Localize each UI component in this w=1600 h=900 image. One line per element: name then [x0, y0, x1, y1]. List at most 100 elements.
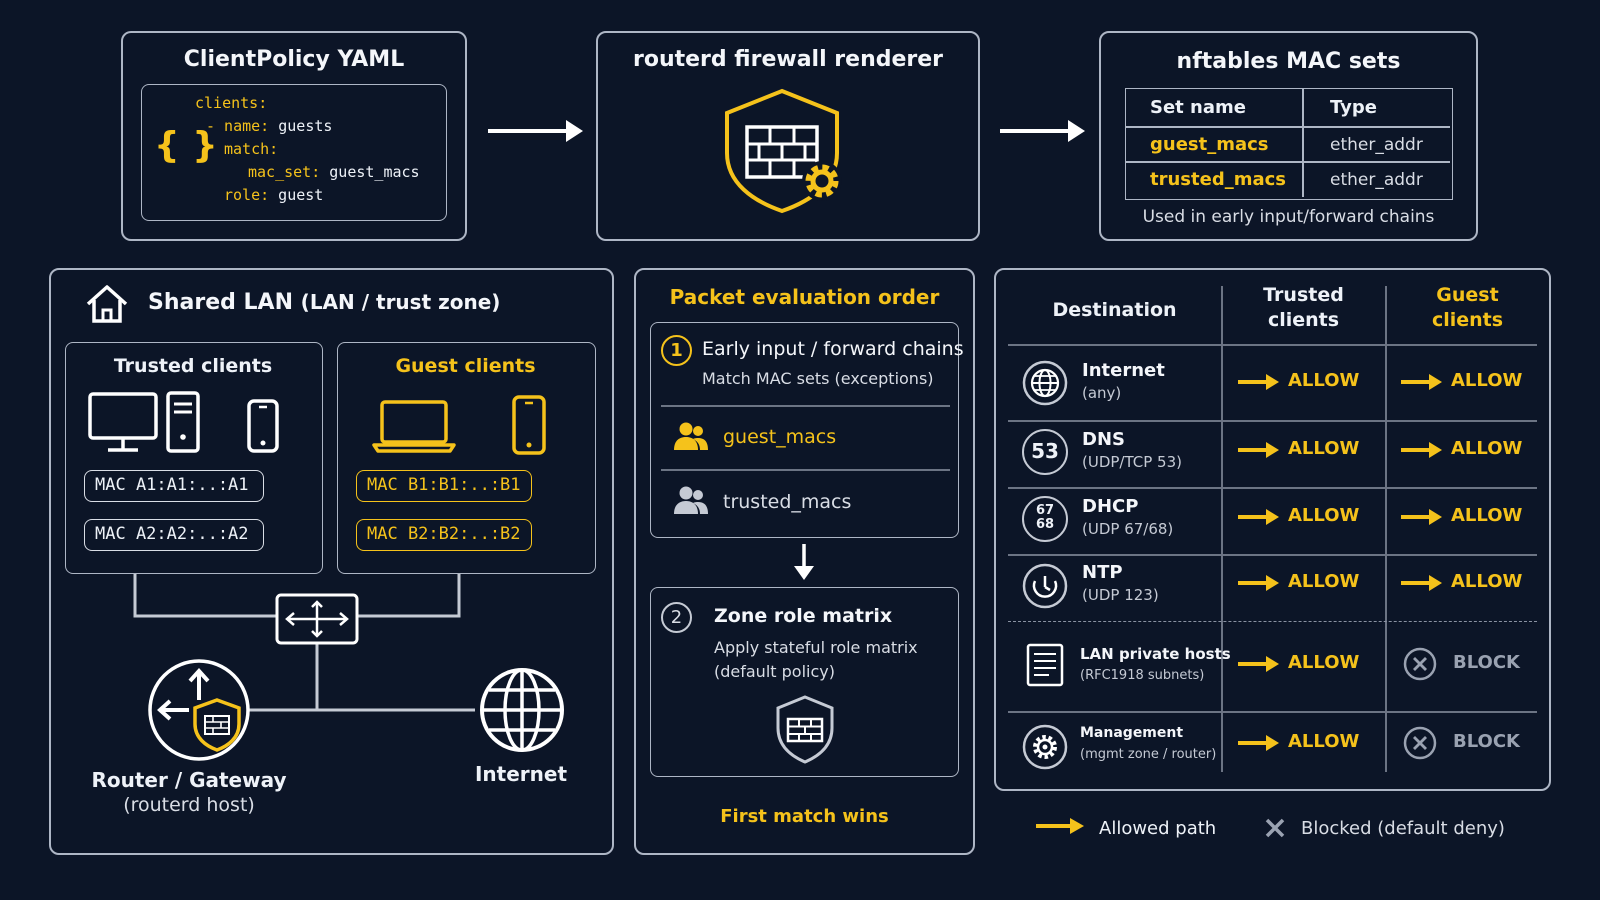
guest-clients-box: Guest clients MAC B1:B1:..:B1 MAC B2:B2:…: [337, 342, 596, 574]
users-icon: [674, 486, 708, 514]
verdict-label: ALLOW: [1288, 652, 1360, 673]
verdict-label: ALLOW: [1288, 370, 1360, 391]
step-2-sub: (default policy): [714, 662, 835, 681]
verdict-label: ALLOW: [1451, 370, 1523, 391]
destination-sub: (mgmt zone / router): [1080, 747, 1217, 762]
legend-blocked: Blocked (default deny): [1301, 818, 1505, 839]
dhcp-icon: 67 68: [1022, 496, 1068, 542]
trusted-clients-title: Trusted clients: [113, 355, 273, 377]
set-item-trusted: trusted_macs: [723, 491, 852, 513]
mac-sets-table: Set name Type guest_macs ether_addr trus…: [1125, 88, 1453, 200]
guest-mac-pill: MAC B2:B2:..:B2: [356, 519, 532, 551]
verdict-label: ALLOW: [1288, 571, 1360, 592]
verdict-label: ALLOW: [1451, 505, 1523, 526]
dns-icon: 53: [1022, 429, 1068, 475]
renderer-title: routerd firewall renderer: [632, 47, 944, 72]
verdict-label: ALLOW: [1288, 505, 1360, 526]
network-lines: [133, 574, 475, 712]
globe-icon: [480, 668, 564, 752]
destination-name: NTP: [1082, 562, 1123, 583]
step-2-sub: Apply stateful role matrix: [714, 638, 918, 657]
allow-arrow-icon: [1401, 575, 1442, 591]
home-icon: [86, 285, 128, 323]
document-icon: [1026, 643, 1064, 687]
shield-firewall-icon: [776, 695, 834, 764]
verdict-label: ALLOW: [1288, 731, 1360, 752]
step-2-title: Zone role matrix: [714, 605, 893, 627]
allow-arrow-icon: [1238, 656, 1279, 672]
router-sublabel: (routerd host): [123, 794, 255, 816]
block-x-icon: [1403, 726, 1437, 760]
phone-icon: [247, 399, 279, 453]
allow-arrow-icon: [1401, 509, 1442, 525]
destination-sub: (UDP 123): [1082, 586, 1159, 604]
allow-arrow-icon: [1238, 575, 1279, 591]
trusted-clients-box: Trusted clients MAC A1:A1:..:A1 MAC A2:A…: [65, 342, 323, 574]
users-icon: [674, 422, 708, 450]
code-line-1: clients:: [195, 94, 268, 112]
set-item-guest: guest_macs: [723, 426, 837, 448]
step-2-badge: 2: [661, 602, 692, 633]
code-line-2: - name: guests: [206, 117, 333, 135]
block-x-icon: [1403, 647, 1437, 681]
trusted-mac-pill: MAC A2:A2:..:A2: [84, 519, 264, 551]
step-1-badge: 1: [661, 335, 692, 366]
destination-name: Management: [1080, 725, 1184, 741]
step-1-sub: Match MAC sets (exceptions): [702, 369, 934, 388]
client-policy-panel: ClientPolicy YAML { } clients: - name: g…: [121, 31, 467, 241]
destination-name: Internet: [1082, 360, 1165, 381]
set-type-cell: ether_addr: [1330, 170, 1423, 190]
verdict-label: ALLOW: [1288, 438, 1360, 459]
guest-mac-pill: MAC B1:B1:..:B1: [356, 470, 532, 502]
verdict-label: ALLOW: [1451, 571, 1523, 592]
allow-arrow-icon: [1238, 374, 1279, 390]
mac-sets-note: Used in early input/forward chains: [1142, 207, 1435, 227]
destination-sub: (UDP/TCP 53): [1082, 453, 1182, 471]
destination-sub: (RFC1918 subnets): [1080, 668, 1205, 683]
globe-icon: [1022, 360, 1068, 406]
yaml-code-box: { } clients: - name: guests match: mac_s…: [141, 84, 447, 221]
verdict-label: BLOCK: [1453, 652, 1521, 673]
allowed-path-icon: [1036, 818, 1084, 834]
set-type-cell: ether_addr: [1330, 135, 1423, 155]
phone-icon: [512, 395, 546, 455]
mac-sets-panel: nftables MAC sets Set name Type guest_ma…: [1099, 31, 1478, 241]
braces-icon: { }: [154, 125, 218, 166]
early-chains-box: 1 Early input / forward chains Match MAC…: [650, 322, 964, 538]
desktop-icon: [88, 391, 200, 453]
verdict-label: ALLOW: [1451, 438, 1523, 459]
mac-sets-title: nftables MAC sets: [1176, 49, 1401, 74]
arrow-down-icon: [794, 544, 814, 580]
allow-arrow-icon: [1238, 735, 1279, 751]
allow-arrow-icon: [1401, 442, 1442, 458]
col-header-type: Type: [1330, 97, 1377, 118]
destination-sub: (UDP 67/68): [1082, 520, 1174, 538]
destination-name: LAN private hosts: [1080, 645, 1231, 663]
shared-lan-panel: Shared LAN (LAN / trust zone) Trusted cl…: [49, 268, 614, 855]
internet-label: Internet: [474, 762, 568, 786]
guest-clients-title: Guest clients: [395, 355, 536, 377]
arrow-right-icon: [1000, 120, 1085, 142]
firewall-shield-icon: [725, 88, 842, 214]
destination-name: DNS: [1082, 429, 1125, 450]
allow-arrow-icon: [1238, 442, 1279, 458]
set-name-cell: trusted_macs: [1150, 169, 1286, 190]
blocked-x-icon: [1265, 818, 1285, 838]
set-name-cell: guest_macs: [1150, 134, 1269, 155]
step-1-title: Early input / forward chains: [702, 338, 964, 360]
router-icon: [148, 659, 250, 761]
col-header-set-name: Set name: [1150, 97, 1246, 118]
legend-allowed: Allowed path: [1099, 818, 1217, 839]
col-header-destination: Destination: [1052, 299, 1177, 321]
zone-matrix-box: 2 Zone role matrix Apply stateful role m…: [650, 587, 959, 777]
ntp-icon: [1022, 563, 1068, 609]
arrow-right-icon: [488, 120, 583, 142]
destination-sub: (any): [1082, 384, 1122, 402]
packet-order-panel: Packet evaluation order 1 Early input / …: [634, 268, 975, 855]
verdict-label: BLOCK: [1453, 731, 1521, 752]
code-line-5: role: guest: [224, 186, 324, 204]
shared-lan-title: Shared LAN (LAN / trust zone): [148, 290, 501, 315]
gear-icon: [1022, 724, 1068, 770]
